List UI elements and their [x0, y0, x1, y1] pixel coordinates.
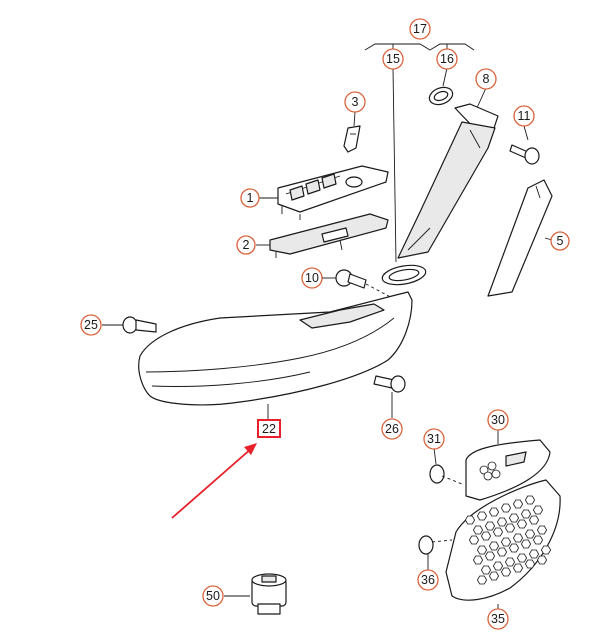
- grille-hole: [528, 549, 540, 559]
- grommet-ring-part: [428, 67, 454, 106]
- callout-2[interactable]: 2: [236, 235, 256, 255]
- callout-50-label: 50: [206, 589, 220, 603]
- grille-hole: [472, 525, 484, 535]
- callout-26[interactable]: 26: [381, 418, 403, 440]
- screw-part: [102, 316, 157, 334]
- grille-hole: [468, 535, 480, 545]
- grille-holes: [464, 495, 552, 585]
- grille-hole: [488, 541, 500, 551]
- clip-part: [418, 535, 453, 570]
- grille-hole: [524, 529, 536, 539]
- grille-hole: [464, 515, 476, 525]
- grille-hole: [528, 515, 540, 525]
- callout-16[interactable]: 16: [436, 48, 458, 70]
- grille-hole: [504, 523, 516, 533]
- highlight-arrow: [171, 443, 257, 519]
- callout-5[interactable]: 5: [550, 231, 570, 251]
- grille-hole: [500, 503, 512, 513]
- callout-16-label: 16: [440, 52, 454, 66]
- callout-1-label: 1: [247, 191, 254, 205]
- callout-10-label: 10: [305, 271, 319, 285]
- callout-22-highlighted[interactable]: 22: [257, 419, 281, 438]
- grille-hole: [516, 553, 528, 563]
- grille-hole: [508, 543, 520, 553]
- grille-hole: [492, 561, 504, 571]
- callout-8-label: 8: [483, 72, 490, 86]
- callout-11[interactable]: 11: [513, 105, 535, 127]
- callout-26-label: 26: [385, 422, 399, 436]
- grille-hole: [512, 499, 524, 509]
- grille-hole: [520, 539, 532, 549]
- grille-hole: [500, 567, 512, 577]
- grille-hole: [536, 525, 548, 535]
- grille-hole: [540, 545, 552, 555]
- switch-trim-plate-part: [256, 213, 389, 258]
- grille-hole: [484, 521, 496, 531]
- grille-hole: [524, 495, 536, 505]
- callout-10[interactable]: 10: [301, 267, 336, 289]
- callout-25[interactable]: 25: [80, 314, 102, 336]
- callout-5-label: 5: [557, 234, 564, 248]
- screw-part: [509, 125, 540, 165]
- callout-15-label: 15: [386, 52, 400, 66]
- callout-3[interactable]: 3: [344, 91, 366, 113]
- grille-hole: [476, 575, 488, 585]
- group-bracket-17: [364, 43, 475, 52]
- large-grille-part: [445, 479, 561, 610]
- callout-36-label: 36: [421, 573, 435, 587]
- callout-11-label: 11: [518, 109, 531, 123]
- callout-3-label: 3: [352, 95, 359, 109]
- ring-seal-part: [381, 67, 427, 286]
- grille-hole: [472, 555, 484, 565]
- grille-hole: [512, 533, 524, 543]
- grille-hole: [476, 511, 488, 521]
- callout-35-label: 35: [491, 612, 505, 626]
- grille-hole: [516, 519, 528, 529]
- callout-31[interactable]: 31: [423, 428, 445, 450]
- plug-part: [224, 573, 287, 615]
- armrest-part: [138, 291, 413, 420]
- grille-hole: [532, 505, 544, 515]
- pull-handle-part: [397, 87, 499, 259]
- callout-22-label: 22: [262, 422, 276, 436]
- window-switch-panel-part: [258, 165, 389, 220]
- grille-hole: [480, 565, 492, 575]
- grille-hole: [496, 517, 508, 527]
- grille-hole: [524, 559, 536, 569]
- callout-17-label: 17: [413, 22, 427, 36]
- callout-35[interactable]: 35: [487, 608, 509, 630]
- callout-30-label: 30: [491, 413, 505, 427]
- grille-hole: [532, 535, 544, 545]
- grille-hole: [488, 507, 500, 517]
- callout-50[interactable]: 50: [202, 585, 224, 607]
- grille-hole: [484, 551, 496, 561]
- grille-hole: [488, 571, 500, 581]
- grille-hole: [504, 557, 516, 567]
- callout-31-label: 31: [427, 432, 441, 446]
- callout-8[interactable]: 8: [475, 68, 497, 90]
- clip-part: [343, 111, 361, 153]
- grille-hole: [512, 563, 524, 573]
- grille-hole: [496, 547, 508, 557]
- callout-25-label: 25: [84, 318, 98, 332]
- screw-part: [373, 375, 406, 418]
- grille-hole: [508, 513, 520, 523]
- grille-hole: [500, 537, 512, 547]
- grille-hole: [492, 527, 504, 537]
- callout-2-label: 2: [243, 238, 250, 252]
- grille-hole: [520, 509, 532, 519]
- small-grille-part: [465, 430, 551, 501]
- callout-1[interactable]: 1: [240, 188, 260, 208]
- grille-hole: [480, 531, 492, 541]
- trim-strip-part: [487, 179, 553, 297]
- grille-hole: [476, 545, 488, 555]
- callout-15[interactable]: 15: [382, 48, 404, 70]
- callout-36[interactable]: 36: [417, 569, 439, 591]
- clip-part: [429, 447, 463, 485]
- callout-17[interactable]: 17: [409, 18, 431, 40]
- callout-30[interactable]: 30: [487, 409, 509, 431]
- grille-hole: [536, 555, 548, 565]
